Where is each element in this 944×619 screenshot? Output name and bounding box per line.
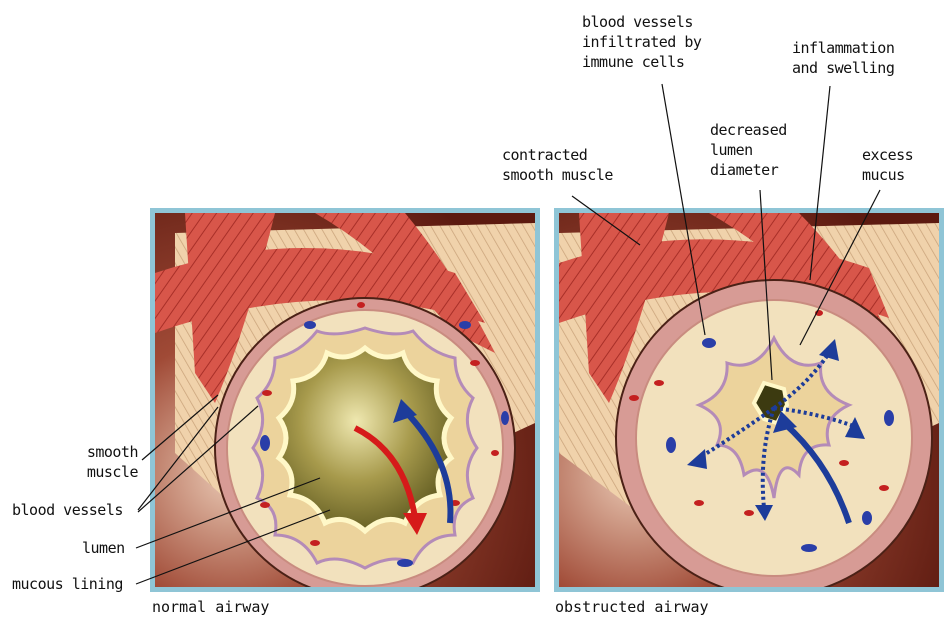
normal-airway-panel (150, 208, 540, 592)
caption-obstructed-airway: obstructed airway (555, 598, 709, 616)
label-inflammation: inflammation and swelling (792, 38, 894, 78)
obstructed-airway-panel (554, 208, 944, 592)
label-lumen: lumen (82, 538, 125, 558)
label-blood-vessels: blood vessels (12, 500, 123, 520)
label-excess-mucus: excess mucus (862, 145, 913, 185)
label-mucous-lining: mucous lining (12, 574, 123, 594)
label-contracted-muscle: contracted smooth muscle (502, 145, 613, 185)
label-decreased-lumen: decreased lumen diameter (710, 120, 787, 180)
caption-normal-airway: normal airway (152, 598, 269, 616)
label-smooth-muscle: smooth muscle (60, 442, 138, 482)
label-blood-vessels-infiltrated: blood vessels infiltrated by immune cell… (582, 12, 701, 72)
